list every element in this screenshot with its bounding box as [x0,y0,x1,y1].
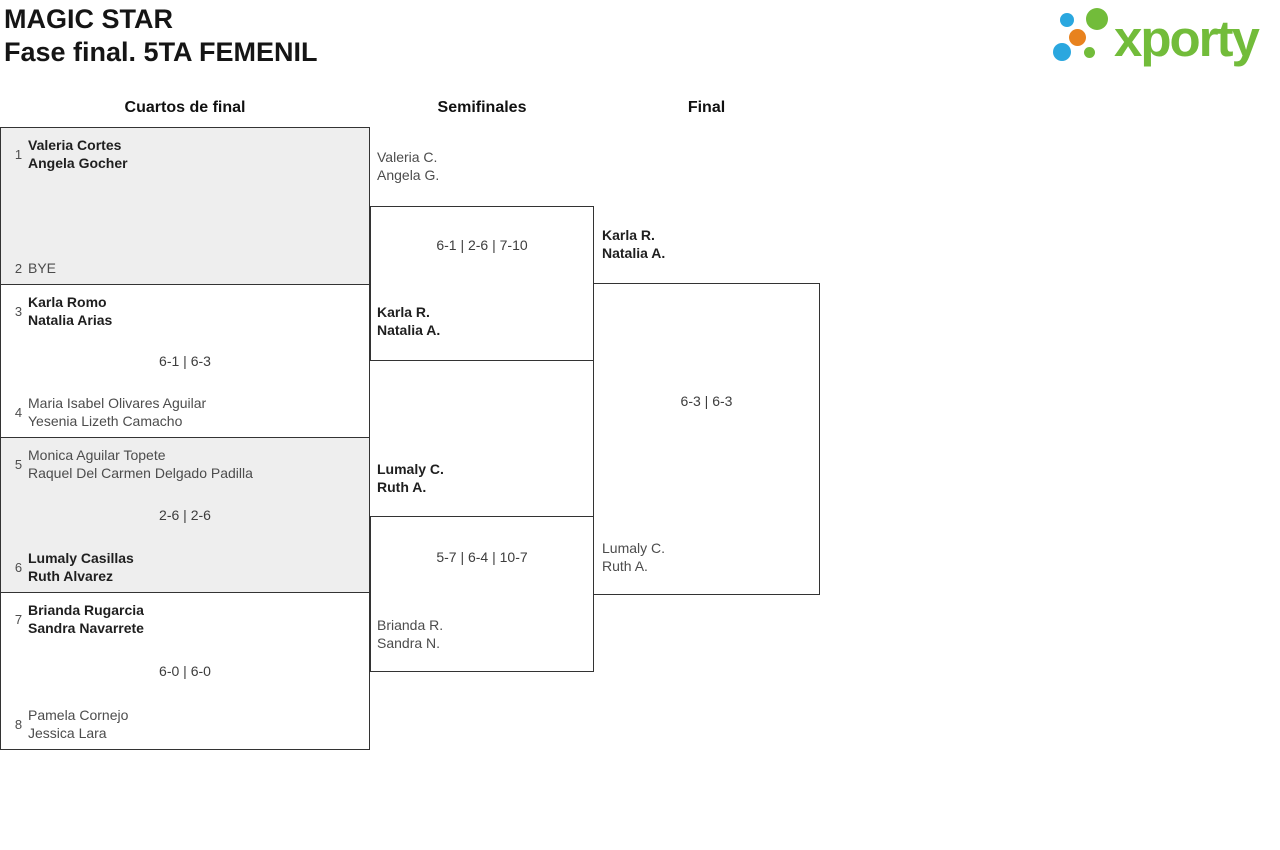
team-names: Pamela Cornejo Jessica Lara [28,707,128,742]
team-names: Monica Aguilar Topete Raquel Del Carmen … [28,447,253,482]
team-names: Karla R. Natalia A. [602,227,665,262]
match-score: 6-1 | 6-3 [159,353,211,369]
logo-dot-blue-small-icon [1060,13,1074,27]
player-name: Karla R. [602,227,655,243]
team-row: 2 BYE [9,260,361,278]
player-name: Lumaly Casillas [28,550,134,566]
team-names: Maria Isabel Olivares Aguilar Yesenia Li… [28,395,206,430]
player-name: Ruth A. [377,478,427,495]
player-name: Lumaly C. [602,540,666,556]
logo-dot-green-large-icon [1086,8,1108,30]
team-row: 1 Valeria Cortes Angela Gocher [9,137,361,172]
team-row: 4 Maria Isabel Olivares Aguilar Yesenia … [9,395,361,430]
qf-match-4[interactable]: 7 Brianda Rugarcia Sandra Navarrete 6-0 … [0,592,370,750]
qf-match-3[interactable]: 5 Monica Aguilar Topete Raquel Del Carme… [0,437,370,593]
brand-wordmark: xporty [1114,10,1260,67]
team-names: Valeria C. Angela G. [377,149,439,184]
player-name: Angela G. [377,166,440,183]
player-name: Valeria Cortes [28,137,122,153]
xporty-logo[interactable]: xporty [1052,4,1260,70]
seed-number: 4 [14,405,23,420]
team-names: Karla R. Natalia A. [377,304,440,339]
team-row: 7 Brianda Rugarcia Sandra Navarrete [9,602,361,637]
player-name: Valeria C. [377,149,438,165]
team-names: Brianda R. Sandra N. [377,617,443,652]
player-name: Karla Romo [28,294,107,310]
player-name: Brianda Rugarcia [28,602,144,618]
player-name: BYE [28,259,57,276]
match-score: 5-7 | 6-4 | 10-7 [436,549,528,565]
logo-dot-blue-large-icon [1053,43,1071,61]
qf-match-2[interactable]: 3 Karla Romo Natalia Arias 6-1 | 6-3 4 M… [0,284,370,438]
team-row: 6 Lumaly Casillas Ruth Alvarez [9,550,361,585]
round-header-semifinals: Semifinales [437,99,527,116]
tournament-title: MAGIC STAR [4,4,173,34]
player-name: Natalia A. [602,244,666,261]
player-name: Sandra N. [377,634,441,651]
player-name: Brianda R. [377,617,444,633]
team-names: Brianda Rugarcia Sandra Navarrete [28,602,144,637]
team-names: Lumaly Casillas Ruth Alvarez [28,550,134,585]
team-names: BYE [28,260,56,278]
phase-subtitle: Fase final. 5TA FEMENIL [4,37,318,67]
player-name: Raquel Del Carmen Delgado Padilla [28,464,253,481]
logo-dot-green-small-icon [1084,47,1095,58]
seed-number: 2 [14,260,23,276]
match-score: 2-6 | 2-6 [159,507,211,523]
qf-match-1[interactable]: 1 Valeria Cortes Angela Gocher 2 BYE [0,127,370,285]
final-match[interactable] [593,283,820,595]
match-score: 6-1 | 2-6 | 7-10 [436,237,528,253]
seed-number: 6 [14,560,23,575]
player-name: Natalia Arias [28,311,113,328]
player-name: Ruth Alvarez [28,567,114,584]
match-score: 6-0 | 6-0 [159,663,211,679]
seed-number: 3 [14,304,23,319]
player-name: Maria Isabel Olivares Aguilar [28,395,207,411]
round-header-quarterfinals: Cuartos de final [124,99,246,116]
round-header-final: Final [687,99,726,116]
team-names: Lumaly C. Ruth A. [377,461,444,496]
team-row: 3 Karla Romo Natalia Arias [9,294,361,329]
seed-number: 1 [14,147,23,162]
match-score: 6-3 | 6-3 [680,393,733,409]
player-name: Sandra Navarrete [28,619,144,636]
header-titleblock: MAGIC STAR Fase final. 5TA FEMENIL [4,3,318,69]
team-row: 5 Monica Aguilar Topete Raquel Del Carme… [9,447,361,482]
player-name: Angela Gocher [28,154,128,171]
player-name: Lumaly C. [377,461,444,477]
logo-dot-orange-icon [1069,29,1086,46]
team-row: 8 Pamela Cornejo Jessica Lara [9,707,361,742]
player-name: Pamela Cornejo [28,707,129,723]
player-name: Karla R. [377,304,430,320]
player-name: Jessica Lara [28,724,107,741]
logo-dots-icon [1052,4,1114,68]
team-names: Lumaly C. Ruth A. [602,540,665,575]
player-name: Natalia A. [377,321,441,338]
team-names: Karla Romo Natalia Arias [28,294,112,329]
seed-number: 7 [14,612,23,627]
seed-number: 8 [14,717,23,732]
player-name: Monica Aguilar Topete [28,447,166,463]
player-name: Ruth A. [602,557,648,574]
team-names: Valeria Cortes Angela Gocher [28,137,128,172]
seed-number: 5 [14,457,23,472]
player-name: Yesenia Lizeth Camacho [28,412,183,429]
